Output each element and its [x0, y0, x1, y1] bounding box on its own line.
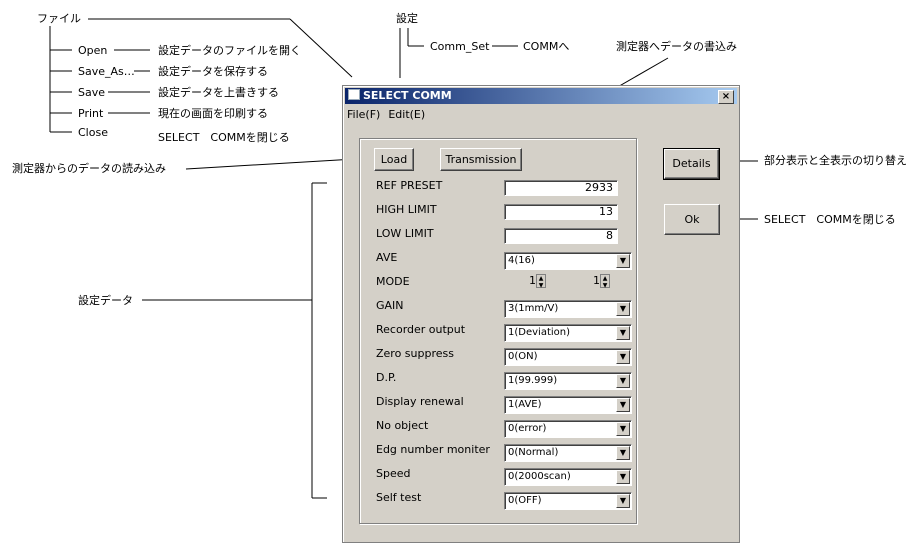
mode-value-1: 1 [529, 274, 536, 287]
ave-label: AVE [376, 251, 398, 264]
dropdown-arrow-icon[interactable]: ▼ [616, 350, 630, 364]
dropdown-arrow-icon[interactable]: ▼ [616, 254, 630, 268]
annot-open: Open [78, 44, 108, 57]
annot-save-as-desc: 設定データを保存する [158, 65, 268, 78]
speed-value: 0(2000scan) [508, 471, 571, 482]
display-renewal-value: 1(AVE) [508, 399, 542, 410]
annot-close: Close [78, 126, 108, 139]
mode-label: MODE [376, 275, 410, 288]
load-button[interactable]: Load [374, 148, 414, 171]
dp-label: D.P. [376, 371, 397, 384]
annot-data: 設定データ [78, 294, 133, 307]
mode-spinner-1[interactable]: 1▲▼ [529, 274, 546, 289]
annot-read: 測定器からのデータの読み込み [12, 162, 166, 175]
dropdown-arrow-icon[interactable]: ▼ [616, 470, 630, 484]
app-icon [348, 89, 360, 100]
spin-arrows-icon[interactable]: ▲▼ [600, 274, 610, 289]
edg-number-moniter-select[interactable]: 0(Normal) ▼ [504, 444, 632, 462]
no-object-value: 0(error) [508, 423, 547, 434]
ave-select[interactable]: 4(16) ▼ [504, 252, 632, 270]
self-test-label: Self test [376, 491, 422, 504]
low-limit-label: LOW LIMIT [376, 227, 434, 240]
recorder-output-label: Recorder output [376, 323, 466, 336]
high-limit-input[interactable]: 13 [504, 204, 618, 220]
ref-preset-input[interactable]: 2933 [504, 180, 618, 196]
annot-open-desc: 設定データのファイルを開く [158, 44, 301, 57]
high-limit-label: HIGH LIMIT [376, 203, 437, 216]
low-limit-input[interactable]: 8 [504, 228, 618, 244]
annot-save-as: Save_As… [78, 65, 135, 78]
annot-ok: SELECT COMMを閉じる [764, 213, 896, 226]
gain-value: 3(1mm/V) [508, 303, 559, 314]
dp-select[interactable]: 1(99.999) ▼ [504, 372, 632, 390]
annot-comm-set: Comm_Set [430, 40, 490, 53]
ref-preset-label: REF PRESET [376, 179, 443, 192]
display-renewal-label: Display renewal [376, 395, 464, 408]
annot-settings: 設定 [396, 12, 418, 25]
dropdown-arrow-icon[interactable]: ▼ [616, 422, 630, 436]
annot-save: Save [78, 86, 106, 99]
title-bar[interactable]: SELECT COMM × [345, 88, 737, 104]
recorder-output-value: 1(Deviation) [508, 327, 570, 338]
no-object-label: No object [376, 419, 429, 432]
select-comm-dialog: SELECT COMM × File(F) Edit(E) Load Transm… [342, 85, 740, 543]
transmission-button[interactable]: Transmission [440, 148, 522, 171]
mode-spinner-2[interactable]: 1▲▼ [593, 274, 610, 289]
dp-value: 1(99.999) [508, 375, 558, 386]
annot-file: ファイル [37, 12, 81, 25]
gain-label: GAIN [376, 299, 404, 312]
annot-write: 測定器へデータの書込み [616, 40, 737, 53]
edg-number-moniter-value: 0(Normal) [508, 447, 559, 458]
annot-print-desc: 現在の画面を印刷する [158, 107, 268, 120]
speed-label: Speed [376, 467, 411, 480]
dropdown-arrow-icon[interactable]: ▼ [616, 494, 630, 508]
dropdown-arrow-icon[interactable]: ▼ [616, 398, 630, 412]
window-title: SELECT COMM [363, 89, 452, 102]
close-button[interactable]: × [718, 90, 734, 104]
spin-arrows-icon[interactable]: ▲▼ [536, 274, 546, 289]
self-test-select[interactable]: 0(OFF) ▼ [504, 492, 632, 510]
no-object-select[interactable]: 0(error) ▼ [504, 420, 632, 438]
recorder-output-select[interactable]: 1(Deviation) ▼ [504, 324, 632, 342]
gain-select[interactable]: 3(1mm/V) ▼ [504, 300, 632, 318]
edg-number-moniter-label: Edg number moniter [376, 443, 490, 456]
zero-suppress-select[interactable]: 0(ON) ▼ [504, 348, 632, 366]
annot-comm-set-desc: COMMへ [523, 40, 570, 53]
annot-print: Print [78, 107, 104, 120]
annot-save-desc: 設定データを上書きする [158, 86, 279, 99]
menu-file[interactable]: File(F) [347, 108, 381, 121]
annot-close-desc: SELECT COMMを閉じる [158, 131, 290, 144]
dropdown-arrow-icon[interactable]: ▼ [616, 326, 630, 340]
display-renewal-select[interactable]: 1(AVE) ▼ [504, 396, 632, 414]
menu-bar: File(F) Edit(E) [347, 108, 433, 121]
zero-suppress-value: 0(ON) [508, 351, 538, 362]
self-test-value: 0(OFF) [508, 495, 542, 506]
menu-edit[interactable]: Edit(E) [388, 108, 426, 121]
ave-value: 4(16) [508, 255, 535, 266]
speed-select[interactable]: 0(2000scan) ▼ [504, 468, 632, 486]
zero-suppress-label: Zero suppress [376, 347, 454, 360]
settings-group [359, 138, 637, 524]
dropdown-arrow-icon[interactable]: ▼ [616, 374, 630, 388]
annot-details: 部分表示と全表示の切り替え [764, 154, 907, 167]
details-button[interactable]: Details [663, 148, 720, 180]
mode-value-2: 1 [593, 274, 600, 287]
dropdown-arrow-icon[interactable]: ▼ [616, 302, 630, 316]
ok-button[interactable]: Ok [664, 204, 720, 235]
dropdown-arrow-icon[interactable]: ▼ [616, 446, 630, 460]
